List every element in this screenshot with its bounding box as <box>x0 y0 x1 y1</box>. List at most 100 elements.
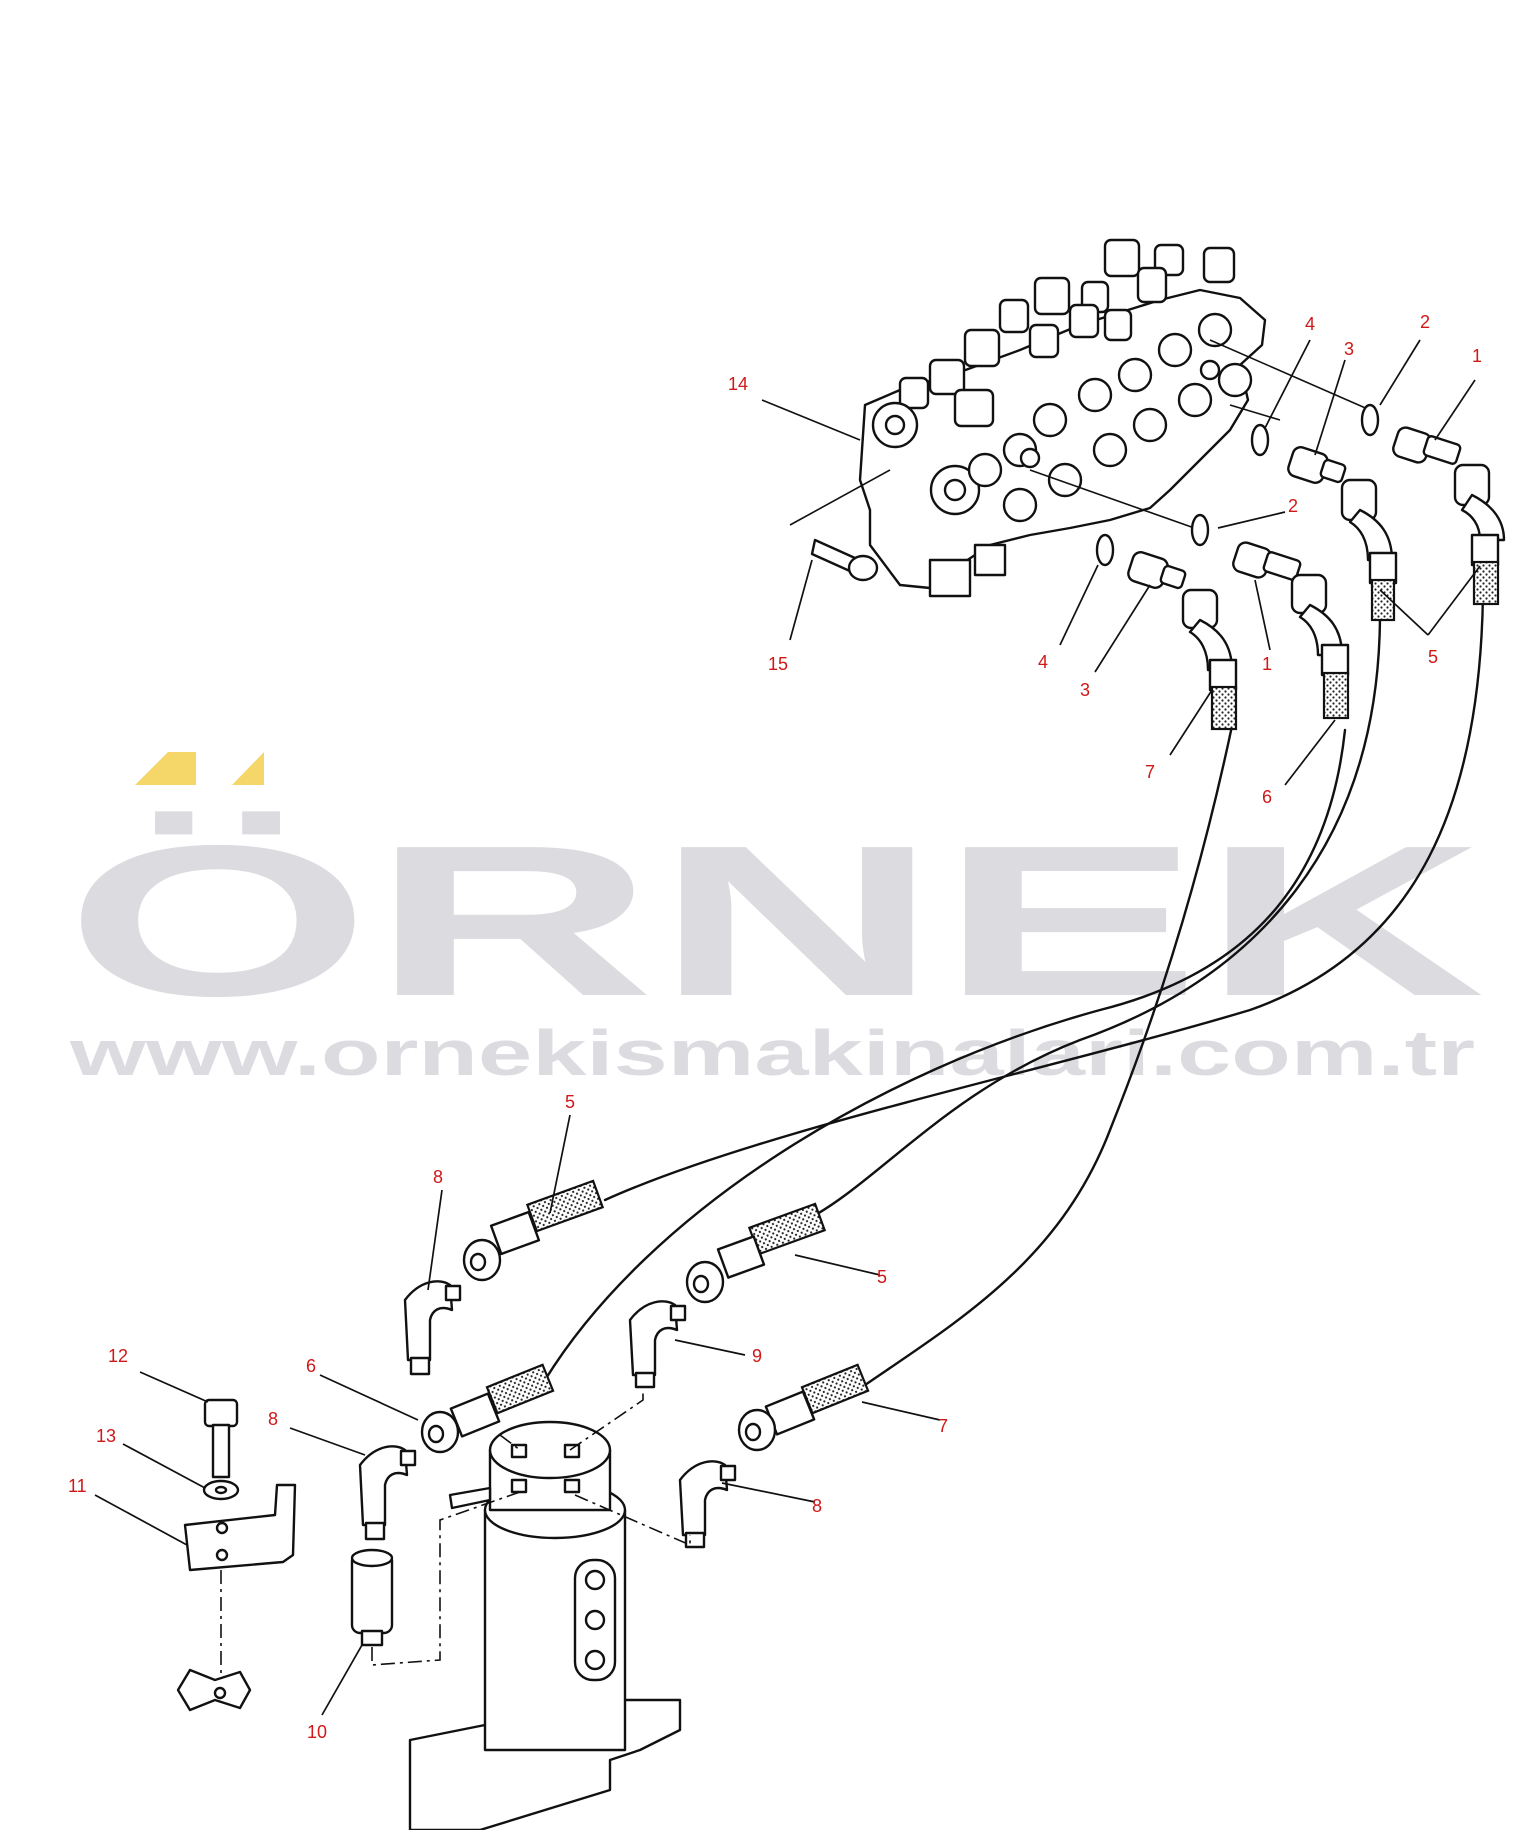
hose-end-6-lower <box>420 1363 555 1454</box>
leader-lines <box>94 339 1481 1716</box>
swivel-port <box>584 1569 606 1591</box>
connection-lines <box>371 1390 691 1666</box>
o-ring-2-lower <box>1190 513 1210 547</box>
valve-port <box>1019 447 1041 469</box>
valve-spool-caps <box>898 238 1236 428</box>
hose-end-7-lower <box>737 1363 870 1452</box>
axis-line <box>1209 339 1371 411</box>
hose-lines <box>543 592 1485 1387</box>
callout-8: 8 <box>433 1167 443 1187</box>
bracket-11-hole <box>215 1521 229 1535</box>
valve-port <box>1077 377 1113 413</box>
upper-fittings <box>1095 403 1506 731</box>
spool-cap <box>1028 323 1060 359</box>
watermark-brand: ÖRNEK <box>65 800 1485 1041</box>
o-ring-2-upper <box>1360 403 1380 437</box>
callout-15: 15 <box>768 654 788 674</box>
valve-port <box>1002 487 1038 523</box>
callout-13: 13 <box>96 1426 116 1446</box>
valve-port <box>1117 357 1153 393</box>
valve-mount-feet <box>928 543 1007 598</box>
adapter-3-lower <box>1127 551 1187 590</box>
callout-8: 8 <box>812 1496 822 1516</box>
swivel-port <box>584 1649 606 1671</box>
elbow-8-upper <box>403 1280 462 1376</box>
watermark-accent-right <box>232 752 264 785</box>
valve-port <box>1092 432 1128 468</box>
valve-ports <box>871 312 1253 523</box>
swivel-top-port <box>510 1478 528 1494</box>
callout-12: 12 <box>108 1346 128 1366</box>
hose-end-5-lower-left <box>462 1179 605 1282</box>
callout-4: 4 <box>1038 652 1048 672</box>
spool-cap <box>963 328 1001 368</box>
spool-cap <box>1103 238 1141 278</box>
axis-line <box>1229 404 1281 421</box>
hose-line-5-lower <box>808 611 1382 1220</box>
o-ring-4-upper <box>1250 423 1270 457</box>
o-ring-4-lower <box>1095 533 1115 567</box>
callout-7: 7 <box>1145 762 1155 782</box>
bolt-12-head <box>203 1398 239 1428</box>
watermark-url: www.ornekismakinalari.com.tr <box>68 1017 1475 1089</box>
adapter-3-upper <box>1287 446 1347 484</box>
swivel-lug <box>448 1486 492 1510</box>
callout-1: 1 <box>1472 346 1482 366</box>
mounting-plate <box>176 1668 252 1712</box>
bolt-15 <box>789 469 891 582</box>
spool-cap <box>928 358 966 396</box>
swivel-joint <box>408 1420 682 1830</box>
callout-8: 8 <box>268 1409 278 1429</box>
hose-line-5-upper <box>603 592 1485 1202</box>
bracket-11-hole <box>215 1548 229 1562</box>
hose-end-6-upper <box>1290 573 1350 720</box>
callout-5: 5 <box>877 1267 887 1287</box>
elbow-8-right <box>678 1460 737 1549</box>
valve-port <box>1132 407 1168 443</box>
bracket-11 <box>183 1483 297 1572</box>
bolt-12-shank <box>211 1423 231 1479</box>
callout-6: 6 <box>1262 787 1272 807</box>
valve-port <box>943 478 967 502</box>
swivel-top-port <box>563 1443 581 1459</box>
callout-14: 14 <box>728 374 748 394</box>
callout-6: 6 <box>306 1356 316 1376</box>
callout-9: 9 <box>752 1346 762 1366</box>
valve-port <box>884 414 906 436</box>
adapter-1-upper <box>1392 426 1462 465</box>
hose-end-5-upper-right <box>1453 463 1506 606</box>
control-valve-bank <box>858 238 1267 598</box>
valve-port <box>1032 402 1068 438</box>
spool-cap <box>1068 303 1100 339</box>
bolt-15-axis <box>789 469 891 526</box>
valve-port <box>1217 362 1253 398</box>
spool-cap <box>1202 246 1236 284</box>
swivel-top-port <box>510 1443 528 1459</box>
spool-cap <box>998 298 1030 334</box>
hose-end-5-upper <box>1340 478 1398 622</box>
bolt-15-head <box>847 554 879 582</box>
swivel-port <box>584 1609 606 1631</box>
valve-port <box>1199 359 1221 381</box>
valve-port <box>1177 382 1213 418</box>
callout-3: 3 <box>1080 680 1090 700</box>
hose-line-7-upper <box>863 724 1234 1387</box>
spool-cap <box>898 376 930 410</box>
lower-fittings <box>350 1179 870 1647</box>
callout-5: 5 <box>565 1092 575 1112</box>
spool-cap <box>1033 276 1071 316</box>
spool-cap <box>953 388 995 428</box>
spool-cap <box>1136 266 1168 304</box>
adapter-1-lower <box>1232 541 1302 581</box>
callout-3: 3 <box>1344 339 1354 359</box>
mount-foot <box>928 558 972 598</box>
callout-11: 11 <box>68 1476 87 1496</box>
hose-line-6-upper <box>543 728 1347 1382</box>
washer-13-hole <box>214 1485 228 1495</box>
swivel-cap-top <box>488 1420 612 1480</box>
adapter-10 <box>350 1548 394 1647</box>
valve-port <box>967 452 1003 488</box>
elbow-9 <box>628 1300 687 1389</box>
watermark: ÖRNEK www.ornekismakinalari.com.tr <box>65 752 1485 1089</box>
